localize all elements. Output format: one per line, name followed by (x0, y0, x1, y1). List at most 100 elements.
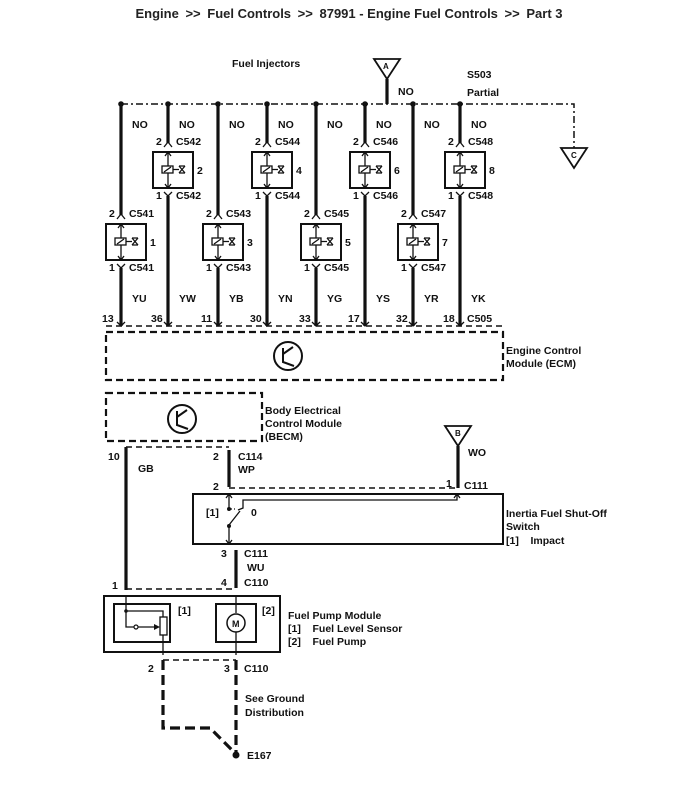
injector-box (105, 223, 147, 261)
wire-color-label: NO (229, 119, 245, 131)
pin-label: 18 (443, 313, 455, 325)
wire-color-label: WO (468, 447, 486, 459)
pin-label: 17 (348, 313, 360, 325)
connector-label: C547 (421, 208, 446, 220)
ground-note: Distribution (245, 707, 304, 719)
becm-label: (BECM) (265, 431, 303, 443)
pin-label: 1 (304, 262, 310, 274)
injector-number: 4 (296, 165, 302, 177)
switch-contact-line (237, 494, 458, 511)
connector-label: C541 (129, 262, 154, 274)
ground-point-icon (232, 751, 240, 759)
becm-box (104, 391, 264, 443)
wire-color-label: YR (424, 293, 439, 305)
pin-label: 2 (109, 208, 115, 220)
pin-label: 2 (401, 208, 407, 220)
sub-label: [1] (178, 605, 191, 617)
pin-label: 32 (396, 313, 408, 325)
wire-color-label: GB (138, 463, 154, 475)
breadcrumb: Engine >> Fuel Controls >> 87991 - Engin… (0, 6, 698, 21)
inertia-switch-box (192, 493, 504, 545)
connector-label: C543 (226, 262, 251, 274)
breadcrumb-item[interactable]: 87991 - Engine Fuel Controls (319, 6, 498, 21)
fuel-level-sensor-box (113, 603, 171, 643)
wire-color-label: YG (327, 293, 342, 305)
injector-number: 3 (247, 237, 253, 249)
splice-note: Partial (467, 87, 499, 99)
pin-label: 1 (255, 190, 261, 202)
pin-label: 2 (448, 136, 454, 148)
splice-bus (121, 103, 575, 148)
fuel-pump-module-label: Fuel Pump Module (288, 610, 381, 622)
pin-label: 1 (206, 262, 212, 274)
pin-label: 2 (206, 208, 212, 220)
connector-c-icon: C (559, 147, 589, 170)
ground-note: See Ground (245, 693, 305, 705)
ecm-label: Module (ECM) (506, 358, 576, 370)
ecm-label: Engine Control (506, 345, 581, 357)
connector-a-icon: A (372, 58, 402, 104)
wire-color-label: NO (376, 119, 392, 131)
inertia-label: Switch (506, 521, 540, 533)
connector-label: C543 (226, 208, 251, 220)
connector-label: C545 (324, 262, 349, 274)
injector-box (152, 151, 194, 189)
injector-box (300, 223, 342, 261)
wire-color-label: YB (229, 293, 244, 305)
transistor-icon (273, 341, 303, 371)
wire-color-label: YW (179, 293, 196, 305)
breadcrumb-item[interactable]: Fuel Controls (207, 6, 292, 21)
connector-label: C541 (129, 208, 154, 220)
pin-label: 33 (299, 313, 311, 325)
connector-label: C548 (468, 190, 493, 202)
connector-label: C111 (464, 480, 488, 492)
wire-color-label: NO (327, 119, 343, 131)
connector-label: C545 (324, 208, 349, 220)
inertia-label: Inertia Fuel Shut-Off (506, 508, 607, 520)
breadcrumb-item[interactable]: Engine (135, 6, 179, 21)
injector-number: 5 (345, 237, 351, 249)
injector-number: 8 (489, 165, 495, 177)
ecm-connector-label: C505 (467, 313, 492, 325)
connector-label: C111 (244, 548, 268, 560)
connector-label: C542 (176, 136, 201, 148)
connector-label: C110 (244, 577, 269, 589)
connector-label: C546 (373, 136, 398, 148)
pin-label: 3 (224, 663, 230, 675)
pin-label: 1 (112, 580, 118, 592)
pin-label: 1 (448, 190, 454, 202)
fuel-pump-module-box (103, 595, 281, 653)
pin-label: 10 (108, 451, 120, 463)
switch-zero-label: 0 (251, 507, 257, 519)
pin-label: 1 (401, 262, 407, 274)
connector-label: C110 (244, 663, 269, 675)
wire-color-label: NO (179, 119, 195, 131)
pin-label: 4 (221, 577, 227, 589)
pin-label: 1 (353, 190, 359, 202)
pin-label: 2 (156, 136, 162, 148)
sub-label: [2] (262, 605, 275, 617)
wire-color-label: YS (376, 293, 390, 305)
injector-box (202, 223, 244, 261)
ecm-box (104, 330, 505, 382)
svg-text:B: B (455, 429, 461, 438)
fuel-pump-legend: [2] Fuel Pump (288, 636, 366, 648)
wire-color-label: YU (132, 293, 147, 305)
injector-number: 7 (442, 237, 448, 249)
ground-wire-left (161, 660, 234, 752)
wire-color-label: WP (238, 464, 255, 476)
pin-label: 11 (201, 313, 212, 325)
connector-label: C546 (373, 190, 398, 202)
pin-label: 36 (151, 313, 163, 325)
pin-label: 2 (304, 208, 310, 220)
wire-color-label: WU (247, 562, 265, 574)
ground-id: E167 (247, 750, 272, 762)
breadcrumb-separator: >> (185, 6, 201, 21)
